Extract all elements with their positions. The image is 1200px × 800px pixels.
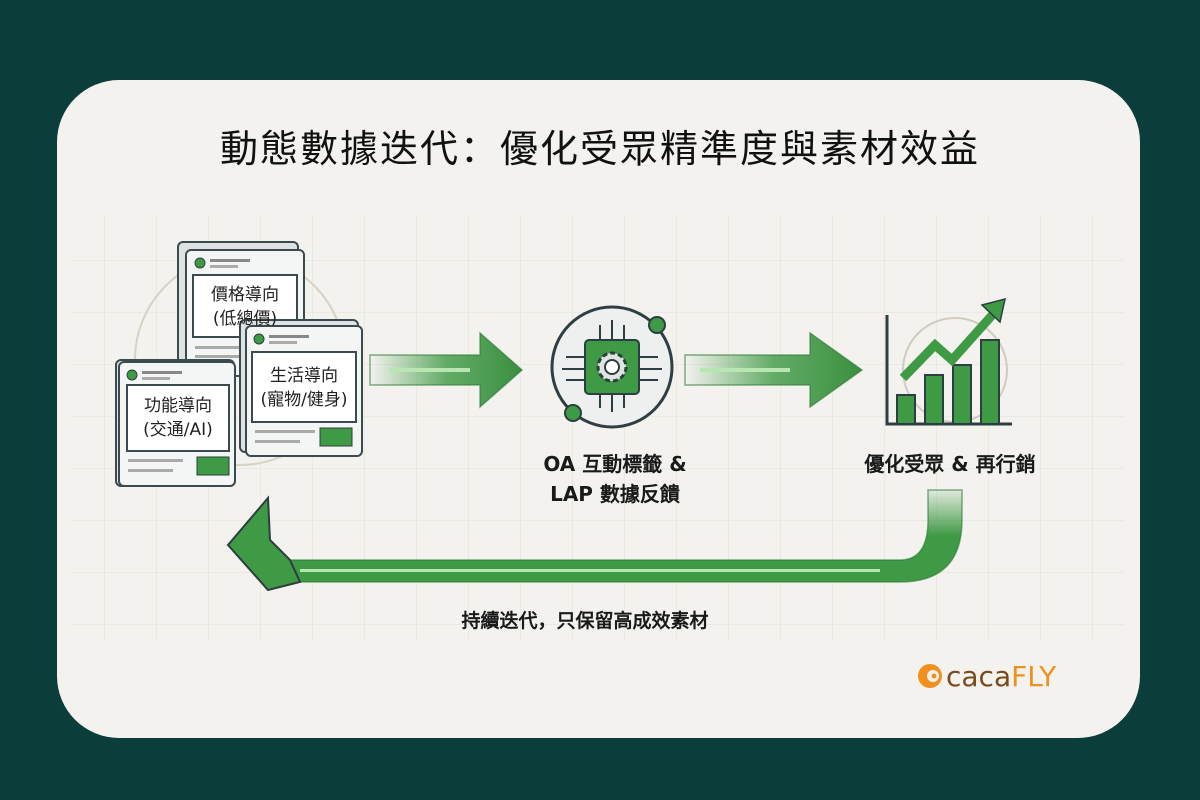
card-price-text: 價格導向 (低總價): [193, 283, 297, 331]
card-lifestyle-text: 生活導向 (寵物/健身): [252, 364, 356, 412]
card-subtitle: (低總價): [212, 309, 278, 329]
loop-back-arrow: [226, 489, 963, 592]
ai-chip-icon: [550, 305, 674, 429]
logo-text-caca: caca: [946, 660, 1012, 693]
feedback-label-line2: LAP 數據反饋: [550, 482, 680, 506]
cacafly-logo-icon: [918, 664, 942, 688]
cacafly-logo: cacaFLY: [946, 660, 1056, 693]
card-function: [115, 359, 236, 487]
logo-text-fly: FLY: [1011, 660, 1057, 693]
feedback-label-line1: OA 互動標籤 &: [543, 452, 687, 476]
arrow-right-2: [684, 331, 864, 409]
card-lifestyle: [239, 319, 363, 457]
growth-chart-icon: [885, 297, 1012, 426]
card-title: 生活導向: [270, 366, 338, 386]
card-subtitle: (交通/AI): [143, 420, 213, 440]
page-title: 動態數據迭代：優化受眾精準度與素材效益: [219, 127, 980, 171]
loop-caption: 持續迭代，只保留高成效素材: [461, 610, 709, 632]
arrow-right-1: [369, 331, 524, 409]
feedback-label: OA 互動標籤 & LAP 數據反饋: [515, 449, 715, 509]
card-title: 價格導向: [211, 285, 279, 305]
card-title: 功能導向: [144, 396, 212, 416]
card-subtitle: (寵物/健身): [260, 390, 348, 410]
optimize-label: 優化受眾 & 再行銷: [864, 452, 1036, 476]
card-function-text: 功能導向 (交通/AI): [127, 394, 229, 442]
